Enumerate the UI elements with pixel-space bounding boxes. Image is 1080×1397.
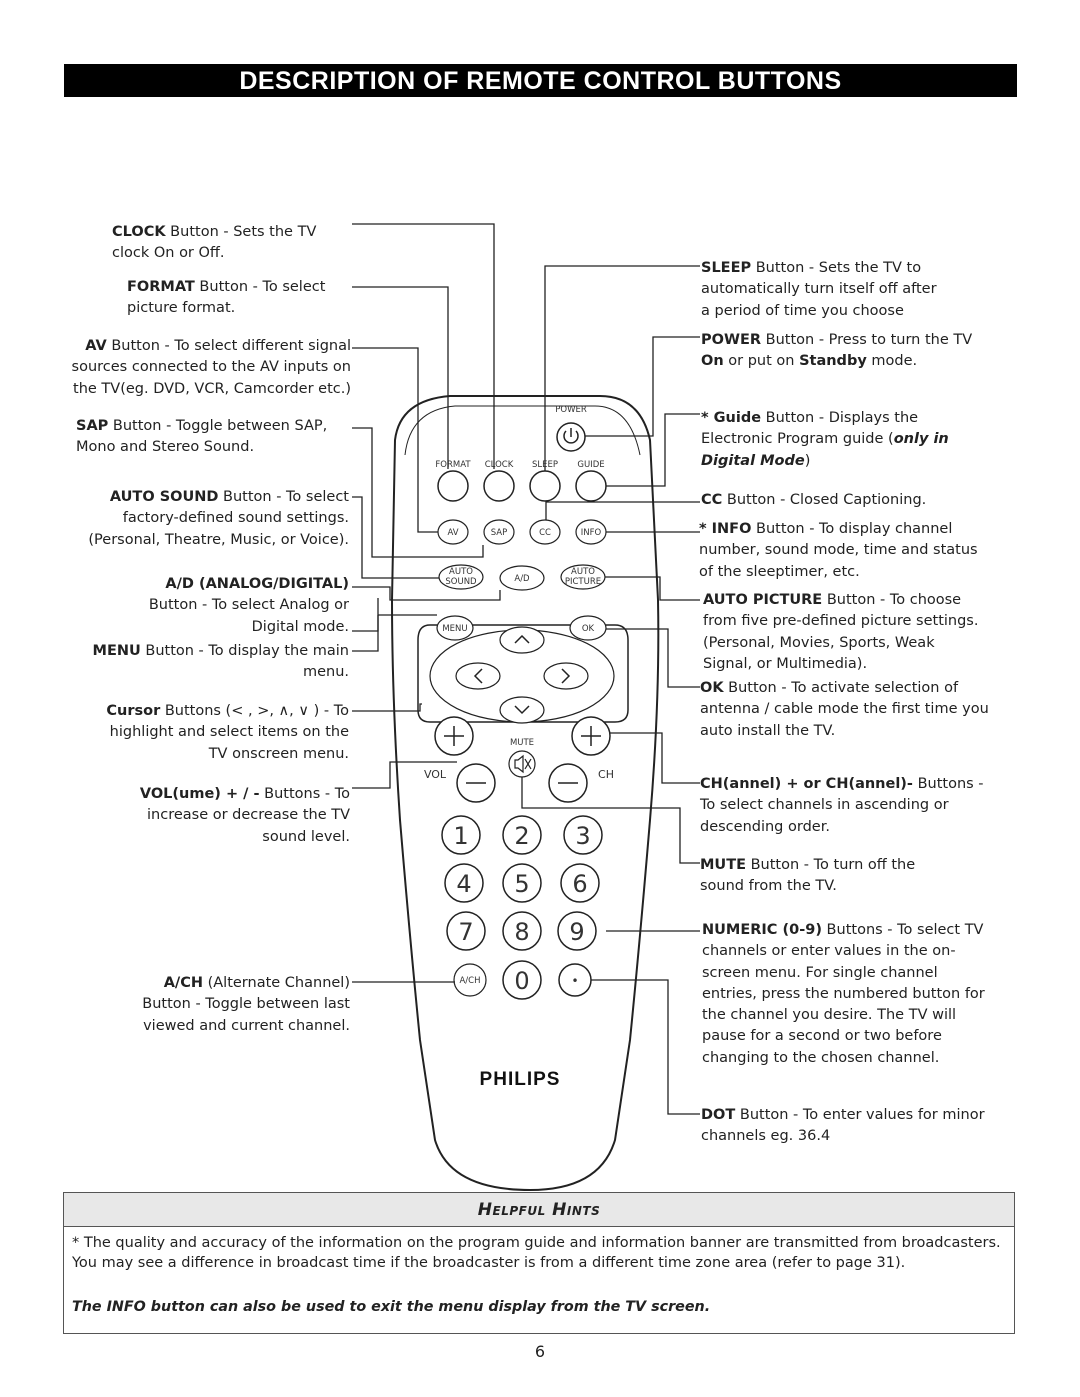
- digit-label: 5: [514, 870, 529, 898]
- digit-label: 3: [575, 822, 590, 850]
- digit-label: 0: [514, 967, 529, 995]
- digit-button: [502, 911, 542, 951]
- digit-label: 9: [569, 918, 584, 946]
- power-icon: [563, 428, 579, 444]
- sleep-description: SLEEP Button - Sets the TV to automatica…: [701, 260, 937, 319]
- av-label: AV: [447, 528, 458, 538]
- hints-info-note: The INFO button can also be used to exit…: [72, 1299, 711, 1315]
- digit-label: 7: [458, 918, 473, 946]
- helpful-hints-box: Helpful Hints * The quality and accuracy…: [63, 1192, 1015, 1334]
- mute-button: [508, 750, 536, 778]
- sap-description: SAP Button - Toggle between SAP, Mono an…: [76, 418, 328, 456]
- numeric-description: NUMERIC (0-9) Buttons - To select TV cha…: [702, 922, 985, 1066]
- ach-label: A/CH: [459, 976, 480, 986]
- clock-button: [483, 470, 515, 502]
- menu-button: [436, 615, 474, 641]
- ok-button: [569, 615, 607, 641]
- auto-picture-description: AUTO PICTURE Button - To choose from fiv…: [703, 592, 979, 672]
- digit-button: [563, 815, 603, 855]
- av-description: AV Button - To select different signal s…: [71, 338, 351, 397]
- auto-sound-description: AUTO SOUND Button - To select factory-de…: [88, 489, 349, 548]
- cursor-right-button: [543, 662, 589, 690]
- digit-button: [557, 911, 597, 951]
- ch-label: CH: [598, 768, 614, 781]
- power-label: POWER: [555, 405, 587, 415]
- sap-button: [483, 519, 515, 545]
- info-label: INFO: [581, 528, 602, 538]
- auto-sound-label-2: SOUND: [445, 577, 477, 587]
- helpful-hints-heading: Helpful Hints: [64, 1193, 1014, 1227]
- digit-button: [446, 911, 486, 951]
- auto-sound-button: [438, 564, 484, 590]
- vol-label: VOL: [424, 768, 447, 781]
- guide-label: GUIDE: [577, 460, 604, 470]
- digit-label: 8: [514, 918, 529, 946]
- auto-sound-label-1: AUTO: [449, 567, 473, 577]
- cursor-left-button: [455, 662, 501, 690]
- digit-label: 2: [514, 822, 529, 850]
- ad-description: A/D (ANALOG/DIGITAL)Button - To select A…: [148, 576, 349, 635]
- sleep-button: [529, 470, 561, 502]
- format-label: FORMAT: [435, 460, 471, 470]
- cursor-description: Cursor Buttons (< , >, ∧, ∨ ) - To highl…: [106, 703, 349, 762]
- menu-description: MENU Button - To display the main menu.: [92, 643, 349, 681]
- ok-description: OK Button - To activate selection of ant…: [700, 680, 989, 739]
- ad-label: A/D: [514, 574, 530, 584]
- mute-icon: [514, 754, 532, 774]
- digit-label: 1: [453, 822, 468, 850]
- digit-label: 4: [456, 870, 471, 898]
- ach-button: [453, 963, 487, 997]
- digit-button: [502, 863, 542, 903]
- power-description: POWER Button - Press to turn the TV On o…: [701, 332, 973, 370]
- digit-button: [444, 863, 484, 903]
- dot-description: DOT Button - To enter values for minor c…: [701, 1107, 985, 1145]
- brand-logo: PHILIPS: [480, 1069, 561, 1090]
- auto-picture-label-1: AUTO: [571, 567, 595, 577]
- ok-label: OK: [582, 624, 595, 634]
- cc-label: CC: [539, 528, 551, 538]
- mute-label: MUTE: [510, 738, 534, 748]
- sap-label: SAP: [491, 528, 508, 538]
- ad-button: [499, 565, 545, 591]
- mute-description: MUTE Button - To turn off the sound from…: [700, 857, 916, 895]
- cc-description: CC Button - Closed Captioning.: [701, 492, 927, 508]
- menu-label: MENU: [442, 624, 467, 634]
- channel-description: CH(annel) + or CH(annel)- Buttons - To s…: [700, 776, 984, 835]
- clock-label: CLOCK: [485, 460, 514, 470]
- digit-button: [502, 815, 542, 855]
- page-number: 6: [534, 1342, 546, 1361]
- cc-button: [529, 519, 561, 545]
- digit-button: [441, 815, 481, 855]
- clock-description: CLOCK Button - Sets the TV clock On or O…: [112, 224, 317, 262]
- auto-picture-label-2: PICTURE: [565, 577, 601, 587]
- format-description: FORMAT Button - To select picture format…: [127, 279, 326, 317]
- page-title: DESCRIPTION OF REMOTE CONTROL BUTTONS: [64, 64, 1017, 97]
- cursor-up-button: [499, 626, 545, 654]
- digit-label: 6: [572, 870, 587, 898]
- vol-description: VOL(ume) + / - Buttons - To increase or …: [139, 786, 350, 845]
- hints-paragraph: * The quality and accuracy of the inform…: [72, 1235, 1001, 1271]
- ach-description: A/CH (Alternate Channel) Button - Toggle…: [142, 975, 350, 1034]
- nav-pad: [417, 624, 629, 723]
- guide-button: [575, 470, 607, 502]
- info-description: * INFO Button - To display channel numbe…: [699, 521, 978, 580]
- digit-button: [560, 863, 600, 903]
- cursor-down-button: [499, 696, 545, 724]
- zero-button: [502, 960, 542, 1000]
- format-button: [437, 470, 469, 502]
- dot-label: •: [571, 974, 578, 988]
- guide-description: * Guide Button - Displays the Electronic…: [701, 410, 949, 469]
